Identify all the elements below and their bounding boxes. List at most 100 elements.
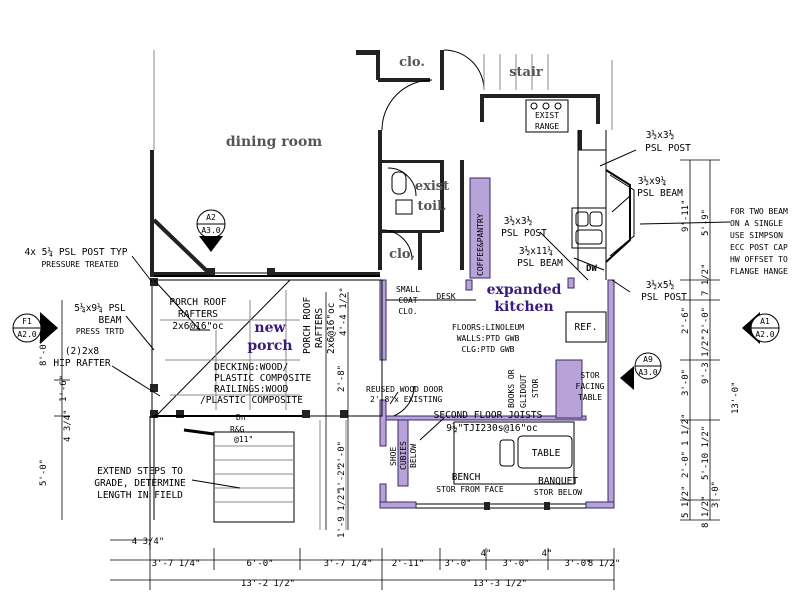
porch — [149, 275, 383, 550]
dimension-label: 1 1/2" — [681, 413, 691, 446]
storage-facing-table-label: TABLE — [578, 393, 602, 402]
door-swings — [381, 49, 549, 419]
dimension-label: 3'-0" — [564, 559, 591, 569]
dimension-label: 2'-0" — [681, 451, 691, 478]
hip-rafter-note: HIP RAFTER — [53, 358, 110, 369]
finish-ceiling: CLG:PTD GWB — [462, 345, 515, 354]
section-marker-f1: F1 A2.0 — [12, 312, 58, 344]
dimension-label: 13'-2 1/2" — [241, 579, 295, 589]
shoe-cubbies-label: BELOW — [409, 444, 418, 468]
psl-post-note: PSL POST — [645, 143, 691, 154]
dimension-label: 9'-11" — [681, 199, 691, 232]
porch-roof-rafters-label: PORCH ROOF — [169, 297, 226, 308]
room-label-expanded-kitchen: kitchen — [494, 299, 553, 315]
coat-closet-label: CLO. — [398, 307, 417, 316]
dimension-label: 5 1/2" — [681, 485, 691, 518]
books-storage-label: STOR — [531, 379, 540, 398]
dimension-label: 13'-0" — [731, 381, 741, 414]
porch-roof-rafters-label: RAFTERS — [178, 309, 218, 320]
dimension-label: 4'-4 1/2" — [339, 287, 349, 336]
dimension-label: 2'-0" — [701, 307, 711, 334]
dimension-label: 2'-0" — [337, 441, 347, 468]
banquet-label: STOR BELOW — [534, 488, 582, 497]
psl-beam-note: 5¼x9¼ PSL — [74, 303, 126, 314]
new-walls — [379, 177, 615, 509]
dimension-label: 3'-0" — [681, 369, 691, 396]
two-beam-note: USE SIMPSON — [730, 231, 783, 240]
finish-floors: FLOORS:LINOLEUM — [452, 323, 524, 332]
psl-post-note: PSL POST — [501, 228, 547, 239]
finish-walls: WALLS:PTD GWB — [457, 334, 520, 343]
dimension-label: 5'-10 1/2" — [701, 426, 711, 480]
psl-beam-note: 3½x9¼ — [638, 176, 667, 187]
porch-roof-rafters-vertical: 2x6@16"oc — [326, 303, 337, 354]
hip-rafter-note: (2)2x8 — [65, 346, 100, 357]
room-label-expanded-kitchen: expanded — [487, 282, 562, 298]
riser-going-label: R&G — [230, 425, 245, 434]
dimension-label: 3'-0" — [502, 559, 529, 569]
psl-beam-note: PRESS TRTD — [76, 327, 124, 336]
psl-beam-note: PSL BEAM — [637, 188, 683, 199]
dimension-label: 13'-3 1/2" — [473, 579, 527, 589]
dimension-label: 4" — [481, 549, 492, 559]
psl-beam-note: BEAM — [99, 315, 122, 326]
section-marker-a2: A2 A3.0 — [196, 209, 226, 252]
desk-label: DESK — [436, 292, 455, 301]
dimension-lines — [54, 50, 720, 590]
decking-label: /PLASTIC COMPOSITE — [200, 395, 303, 406]
range — [525, 99, 569, 133]
two-beam-note: FLANGE HANGE — [730, 267, 788, 276]
dimension-label: 8 1/2" — [588, 559, 621, 569]
post-type-note: PRESSURE TREATED — [41, 260, 118, 269]
two-beam-note: HW OFFSET TO — [730, 255, 788, 264]
room-label-toilet: toil. — [417, 199, 446, 214]
room-label-toilet: exist — [415, 179, 449, 194]
dimension-label: 2'-8" — [337, 365, 347, 392]
porch-roof-rafters-vertical: PORCH ROOF — [302, 297, 313, 354]
section-tag-text: A2 — [206, 213, 216, 222]
decking-label: PLASTIC COMPOSITE — [214, 373, 312, 384]
post-type-note: 4x 5¼ PSL POST TYP — [25, 247, 128, 258]
refrigerator-label: REF. — [575, 322, 598, 333]
kitchen-counters — [565, 130, 635, 343]
dimension-label: 3'-0" — [444, 559, 471, 569]
dimension-label: 8'-0" — [39, 339, 49, 366]
reused-door-label: 2'-8"x EXISTING — [370, 395, 442, 404]
psl-beam-note: PSL BEAM — [517, 258, 563, 269]
dimension-label: 5'-9" — [701, 209, 711, 236]
two-beam-note: FOR TWO BEAM — [730, 207, 788, 216]
dimension-label: 1'-2" — [337, 465, 347, 492]
second-floor-joists-label: 9½"TJI230s@16"oc — [446, 423, 538, 434]
coffee-pantry-label: COFFEE&PANTRY — [476, 213, 485, 276]
extend-steps-note: LENGTH IN FIELD — [97, 490, 183, 501]
room-label-dining: dining room — [226, 134, 322, 150]
section-tag-text: A9 — [643, 355, 653, 364]
second-floor-joists-label: SECOND FLOOR JOISTS — [434, 410, 543, 421]
dimension-label: 2'-11" — [392, 559, 425, 569]
riser-going-label: @11" — [234, 435, 253, 444]
dimension-label: 3'-0" — [711, 481, 721, 508]
section-tag-text: A2.0 — [755, 330, 774, 339]
books-storage-label: BOOKS OR — [507, 369, 516, 408]
storage-facing-table-label: FACING — [576, 382, 605, 391]
table-label: TABLE — [532, 448, 561, 459]
room-label-new-porch: porch — [247, 338, 292, 354]
existing-walls — [150, 50, 600, 277]
section-tag-text: A1 — [760, 317, 770, 326]
dimension-label: 3'-7 1/4" — [324, 559, 373, 569]
banquet-label: BANQUET — [538, 476, 578, 487]
coat-closet-label: COAT — [398, 296, 417, 305]
reused-door-label: REUSED WOOD DOOR — [366, 385, 443, 394]
decking-label: DECKING:WOOD/ — [214, 362, 288, 373]
bench-label: STOR FROM FACE — [436, 485, 504, 494]
dimension-label: 3'-7 1/4" — [152, 559, 201, 569]
leader-lines — [111, 149, 731, 489]
psl-post-note: PSL POST — [641, 292, 687, 303]
section-tag-text: A2.0 — [17, 330, 36, 339]
dimension-label: 5'-0" — [39, 459, 49, 486]
psl-post-note: 3½x3½ — [504, 216, 533, 227]
storage-facing-table-label: STOR — [580, 371, 599, 380]
psl-beam-note: 3½x11¼ — [519, 246, 554, 257]
room-label-stair: stair — [509, 65, 543, 80]
